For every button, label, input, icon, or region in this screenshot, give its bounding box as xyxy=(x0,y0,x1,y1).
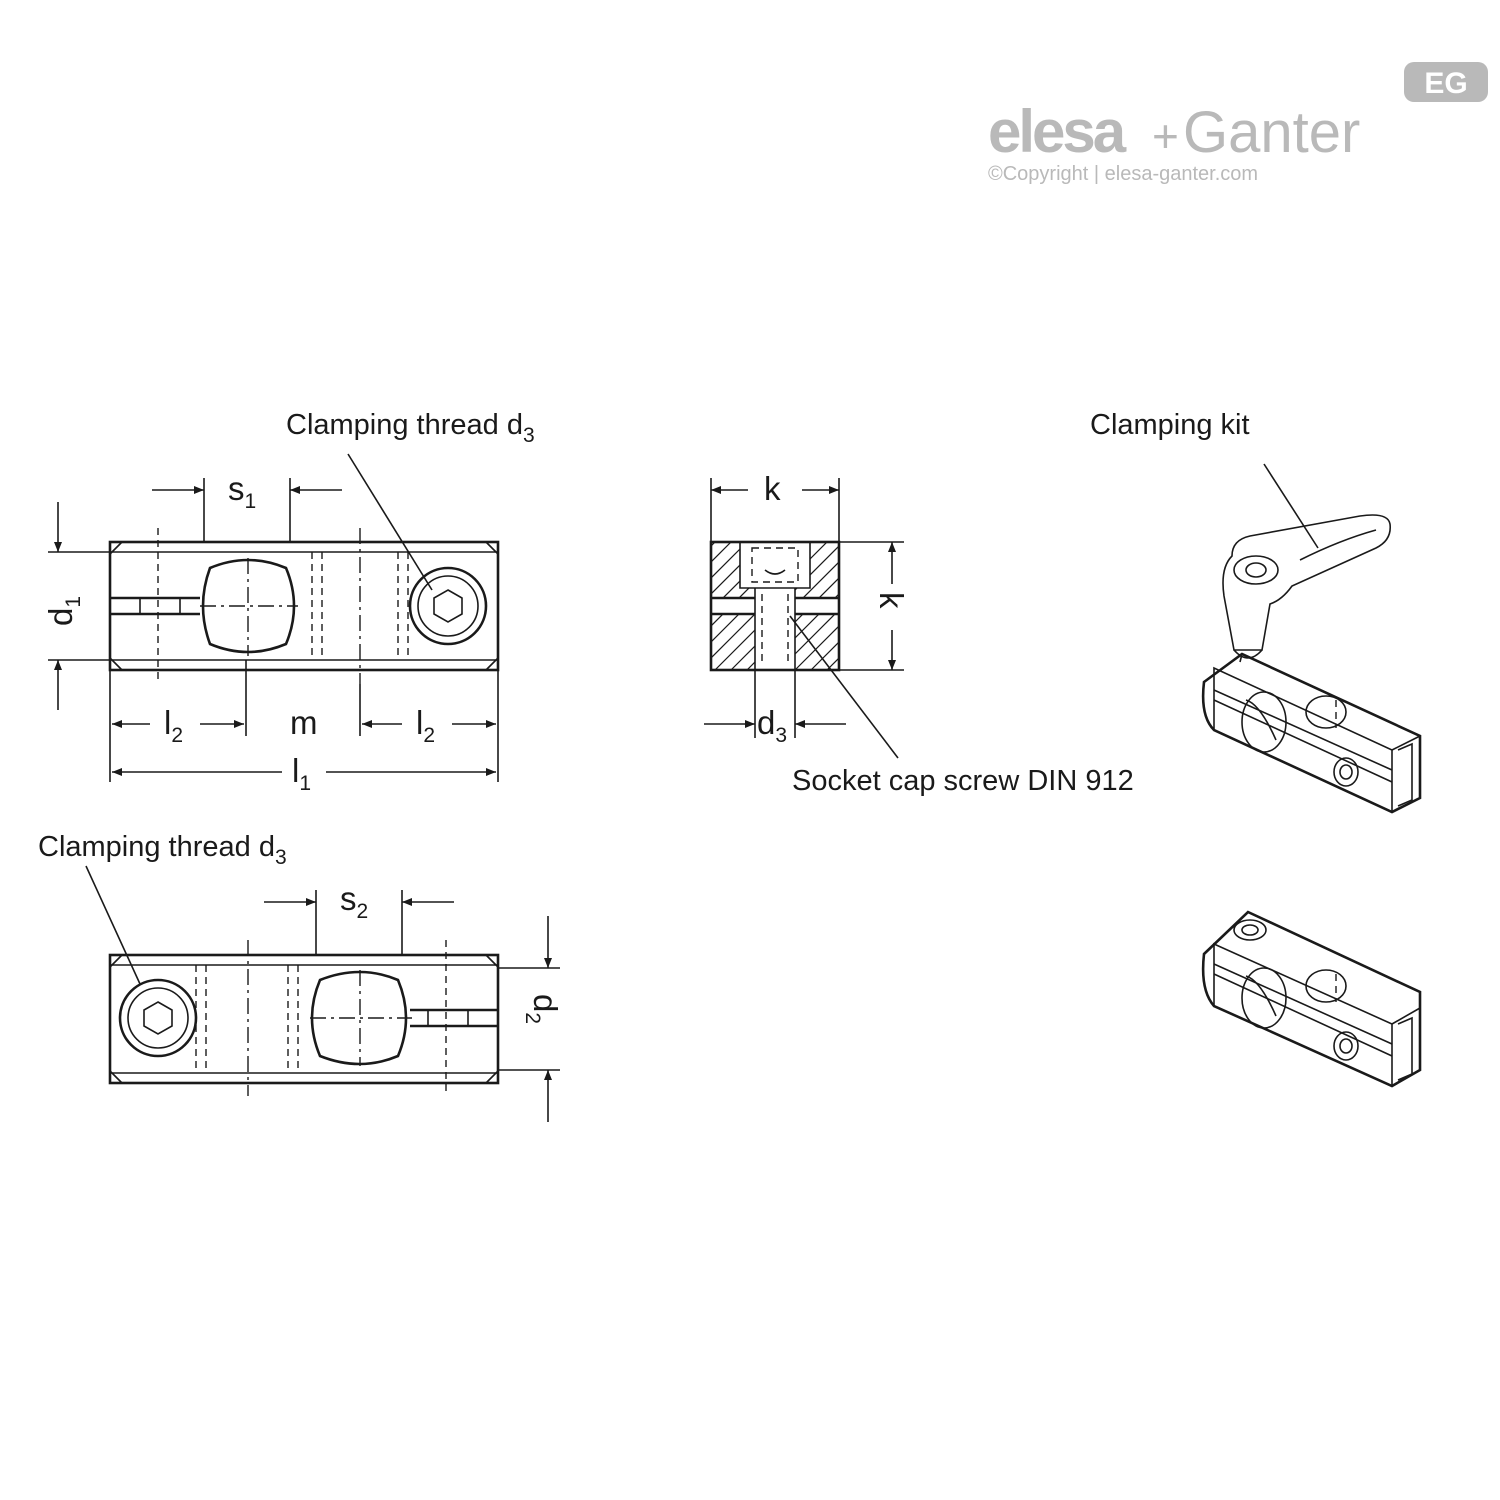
hatch-line xyxy=(794,625,839,670)
dim-k-top: k xyxy=(764,470,781,507)
hatch-line xyxy=(778,609,839,670)
hatch-line xyxy=(711,542,716,547)
top-view xyxy=(108,528,500,684)
bottom-view xyxy=(108,940,500,1096)
dim-m: m xyxy=(290,704,318,741)
label-clamping-thread-bottom: Clamping thread d3 xyxy=(38,831,287,985)
dim-d3: d3 xyxy=(757,704,787,747)
dim-d2: d2 xyxy=(521,994,564,1024)
label-socket-screw: Socket cap screw DIN 912 xyxy=(789,615,1134,797)
dim-d1: d1 xyxy=(42,596,85,626)
svg-text:Clamping thread d3: Clamping thread d3 xyxy=(286,409,535,447)
top-view-dimensions: s1 d1 l2 m l2 l1 xyxy=(42,470,499,795)
svg-text:Clamping thread d3: Clamping thread d3 xyxy=(38,831,287,869)
hatch-line xyxy=(711,542,732,563)
hatch-line xyxy=(571,530,711,670)
dim-s2: s2 xyxy=(340,880,368,923)
dim-l2-left: l2 xyxy=(164,704,183,747)
logo-copyright: ©Copyright | elesa-ganter.com xyxy=(988,163,1258,185)
hatch-line xyxy=(843,530,983,670)
brand-logo: elesa + Ganter EG ©Copyright | elesa-gan… xyxy=(988,62,1488,185)
logo-brand-left: elesa xyxy=(988,98,1127,165)
dim-l1: l1 xyxy=(292,752,311,795)
logo-brand-right: Ganter xyxy=(1183,100,1360,165)
hatch-line xyxy=(810,641,839,670)
svg-text:Socket cap screw DIN 912: Socket cap screw DIN 912 xyxy=(792,765,1134,797)
section-view-dimensions: k k d3 xyxy=(704,470,910,747)
bottom-view-dimensions: s2 d2 xyxy=(264,880,564,1122)
clamping-kit-iso xyxy=(1201,514,1422,814)
clamp-block-iso xyxy=(1201,910,1422,1088)
logo-badge-text: EG xyxy=(1424,67,1467,100)
dim-l2-right: l2 xyxy=(416,704,435,747)
label-clamping-kit: Clamping kit xyxy=(1090,409,1319,549)
dim-k-side: k xyxy=(873,592,910,609)
logo-brand-plus: + xyxy=(1152,110,1179,162)
section-view xyxy=(571,530,983,672)
hatch-line xyxy=(711,542,748,579)
svg-text:Clamping kit: Clamping kit xyxy=(1090,409,1250,441)
label-clamping-thread-top: Clamping thread d3 xyxy=(286,409,535,591)
logo-badge xyxy=(1404,62,1488,102)
dim-s1: s1 xyxy=(228,470,256,513)
